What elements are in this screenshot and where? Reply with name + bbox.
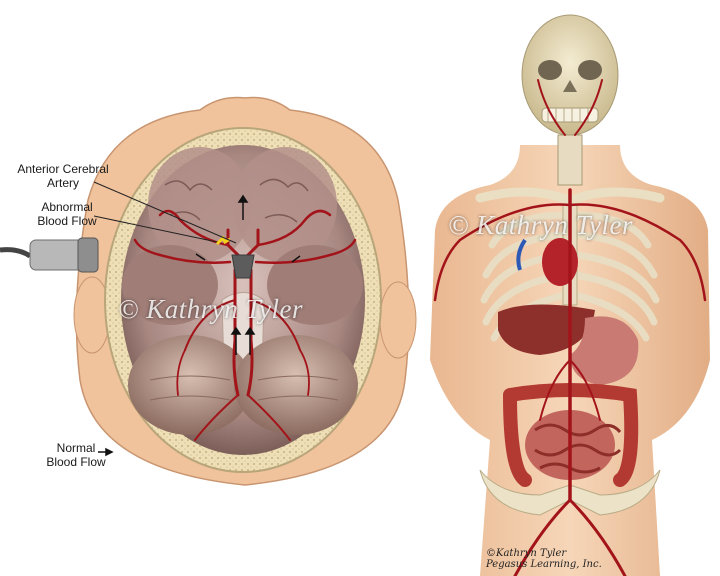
- body-arteries: [433, 79, 707, 576]
- label-leader-lines: [93, 181, 237, 244]
- skull-illustration: Anterior Cerebral Artery Abnormal Blood …: [0, 96, 417, 486]
- signature-company: Pegasus Learning, Inc.: [486, 559, 602, 570]
- watermark-right: © Kathryn Tyler: [448, 210, 634, 240]
- watermark-left: © Kathryn Tyler: [118, 294, 304, 324]
- heart: [542, 238, 578, 286]
- flow-arrows: [98, 194, 301, 457]
- skull-brain-drawing: [0, 96, 417, 486]
- colon: [503, 383, 639, 487]
- torso-drawing: [430, 14, 710, 576]
- torso-illustration: © Kathryn Tyler ©Kathryn Tyler Pegasus L…: [420, 0, 720, 576]
- cerebral-arteries: [133, 209, 357, 441]
- label-normal-blood-flow: Normal Blood Flow: [46, 441, 106, 469]
- label-abnormal-blood-flow: Abnormal Blood Flow: [37, 200, 97, 228]
- signature-right: ©Kathryn Tyler Pegasus Learning, Inc.: [486, 548, 602, 570]
- ultrasound-probe: [0, 237, 99, 273]
- label-anterior-cerebral-artery: Anterior Cerebral Artery: [17, 162, 109, 190]
- stomach: [570, 316, 639, 385]
- rib-cage: [480, 211, 660, 342]
- signature-name: ©Kathryn Tyler: [486, 548, 567, 559]
- ear-right: [379, 281, 417, 359]
